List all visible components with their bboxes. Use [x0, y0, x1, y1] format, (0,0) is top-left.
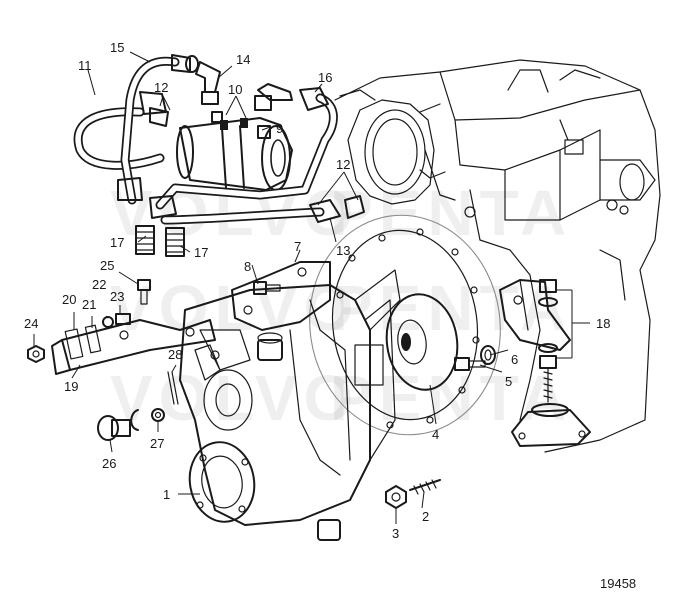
leader-lines — [33, 51, 590, 524]
callout-6: 6 — [511, 352, 518, 367]
callout-19: 19 — [64, 379, 78, 394]
callout-5: 5 — [505, 374, 512, 389]
callout-24: 24 — [24, 316, 38, 331]
reverse-gear-housing — [179, 269, 401, 541]
callout-10: 10 — [228, 82, 242, 97]
callout-18: 18 — [596, 316, 610, 331]
engine-mount — [499, 279, 591, 447]
svg-text:VOLVO: VOLVO — [110, 362, 359, 434]
callout-labels: 1 2 3 4 5 6 7 8 9 10 11 12 12 13 14 15 1… — [24, 40, 610, 541]
callout-11: 11 — [78, 58, 92, 73]
bracket — [51, 319, 216, 375]
figure-number: 19458 — [600, 576, 637, 591]
svg-text:PENTA: PENTA — [330, 177, 572, 249]
fittings — [117, 54, 365, 257]
callout-14: 14 — [236, 52, 250, 67]
callout-4: 4 — [432, 427, 439, 442]
callout-17b: 17 — [194, 245, 208, 260]
callout-16: 16 — [318, 70, 332, 85]
watermark: VOLVO PENTA VOLVO PENTA VOLVO PENTA — [110, 177, 572, 434]
exhaust-elbow — [339, 89, 441, 205]
callout-2: 2 — [422, 509, 429, 524]
engine-block — [334, 59, 661, 453]
callout-9: 9 — [276, 121, 283, 136]
callout-1: 1 — [163, 487, 170, 502]
callout-12b: 12 — [336, 157, 350, 172]
callout-8: 8 — [244, 259, 251, 274]
callout-13: 13 — [336, 243, 350, 258]
callout-20: 20 — [62, 292, 76, 307]
callout-15: 15 — [110, 40, 124, 55]
callout-7: 7 — [294, 239, 301, 254]
callout-12a: 12 — [154, 80, 168, 95]
callout-22: 22 — [92, 277, 106, 292]
cover-plate — [231, 261, 331, 331]
callout-21: 21 — [82, 297, 96, 312]
flywheel-housing — [309, 214, 501, 436]
oil-cooler — [176, 111, 293, 191]
callout-25: 25 — [100, 258, 114, 273]
callout-23: 23 — [110, 289, 124, 304]
hardware — [27, 279, 496, 509]
callout-3: 3 — [392, 526, 399, 541]
callout-28: 28 — [168, 347, 182, 362]
callout-26: 26 — [102, 456, 116, 471]
callout-27: 27 — [150, 436, 164, 451]
callout-17a: 17 — [110, 235, 124, 250]
